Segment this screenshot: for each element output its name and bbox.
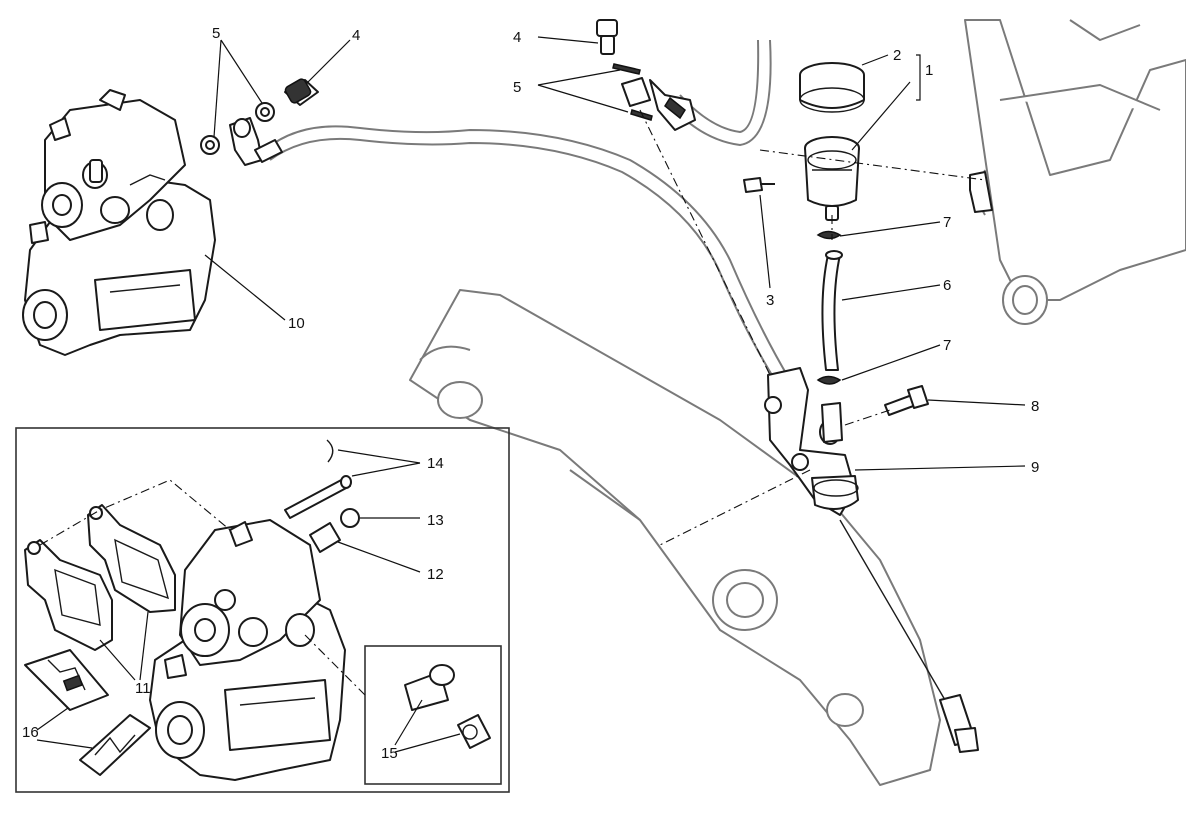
master-cylinder-bolt (884, 385, 929, 416)
bleed-cap-inset (364, 645, 502, 785)
rear-master-cylinder (764, 367, 859, 516)
callout-4-master: 4 (513, 29, 521, 46)
caliper-detail-inset (15, 427, 510, 793)
brake-fluid-reservoir (799, 62, 865, 221)
master-cylinder-banjo (596, 19, 696, 131)
inset-caliper (149, 519, 346, 781)
callout-16: 16 (22, 724, 39, 741)
callout-5-master: 5 (513, 79, 521, 96)
rear-caliper-assembly (22, 89, 216, 356)
assembly-lines (39, 109, 986, 696)
callout-4-caliper: 4 (352, 27, 360, 44)
callout-8: 8 (1031, 398, 1039, 415)
brake-pushrod (839, 519, 979, 753)
callout-13: 13 (427, 512, 444, 529)
callout-3: 3 (766, 292, 774, 309)
pad-pin-and-clip (284, 439, 352, 519)
caliper-banjo-fitting (200, 78, 319, 166)
brake-pads (24, 504, 176, 651)
callout-7-upper: 7 (943, 214, 951, 231)
callout-10: 10 (288, 315, 305, 332)
leader-lines (36, 36, 1026, 753)
rear-brake-line (264, 39, 791, 389)
callout-11: 11 (135, 680, 151, 697)
callout-9: 9 (1031, 459, 1039, 476)
reservoir-hose (816, 230, 843, 385)
callout-labels: 1 2 3 4 4 5 5 6 7 7 8 9 10 11 12 13 14 1… (22, 25, 1039, 762)
pad-springs (24, 649, 151, 776)
callout-1: 1 (925, 62, 933, 79)
callout-12: 12 (427, 566, 444, 583)
frame-ghost-right (964, 19, 1186, 325)
callout-14: 14 (427, 455, 444, 472)
swingarm-ghost (409, 289, 941, 786)
reservoir-bracket (743, 171, 993, 213)
bleed-cap-parts (404, 664, 491, 749)
callout-5-caliper: 5 (212, 25, 220, 42)
callout-7-lower: 7 (943, 337, 951, 354)
callout-6: 6 (943, 277, 951, 294)
callout-15: 15 (381, 745, 398, 762)
callout-2: 2 (893, 47, 901, 64)
bleed-valve (309, 508, 360, 553)
